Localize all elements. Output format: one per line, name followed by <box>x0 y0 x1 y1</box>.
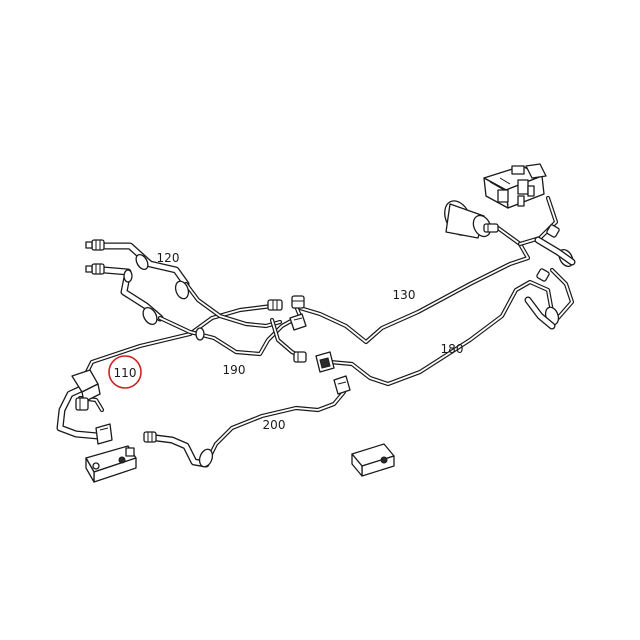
valve-left <box>71 369 101 411</box>
fitting-left-lower <box>95 423 113 445</box>
fitting-right-lower <box>524 268 560 330</box>
callout-130-label: 130 <box>393 288 416 302</box>
pipe-120 <box>100 242 283 329</box>
pipe-130 <box>297 195 559 345</box>
fitting-collar-190 <box>195 327 205 341</box>
valve-manifold <box>483 163 547 209</box>
fitting-center-1 <box>267 299 283 311</box>
callout-130[interactable]: 130 <box>393 288 416 302</box>
fitting-lower-right <box>333 375 351 395</box>
callout-200[interactable]: 200 <box>263 418 286 432</box>
distribution-block <box>85 445 137 483</box>
callout-190-label: 190 <box>223 363 246 377</box>
collar-hose-200 <box>198 448 214 468</box>
fitting-center-4 <box>293 351 307 363</box>
callout-120-label: 120 <box>157 251 180 265</box>
callout-110-highlight-ring <box>108 355 142 389</box>
callout-200-label: 200 <box>263 418 286 432</box>
block-lower-right <box>351 443 395 477</box>
cylinder-canister <box>444 200 499 239</box>
fitting-center-2 <box>291 295 305 309</box>
callout-190[interactable]: 190 <box>223 363 246 377</box>
fitting-right-upper <box>534 224 576 268</box>
callout-110-label: 110 <box>114 366 137 380</box>
callout-110[interactable]: 110 <box>108 355 142 389</box>
pipe-180 <box>327 267 575 387</box>
pipe-200 <box>152 379 347 468</box>
fitting-tee <box>315 351 335 373</box>
fitting-top-left-2 <box>85 263 105 275</box>
hose-collar-upper <box>123 253 190 326</box>
fitting-center-3 <box>289 313 307 331</box>
callout-180[interactable]: 180 <box>441 342 464 356</box>
fitting-top-left-1 <box>85 239 105 251</box>
fitting-hose-200 <box>143 431 157 443</box>
left-hose-loop <box>56 380 105 440</box>
callout-120[interactable]: 120 <box>157 251 180 265</box>
callout-180-label: 180 <box>441 342 464 356</box>
